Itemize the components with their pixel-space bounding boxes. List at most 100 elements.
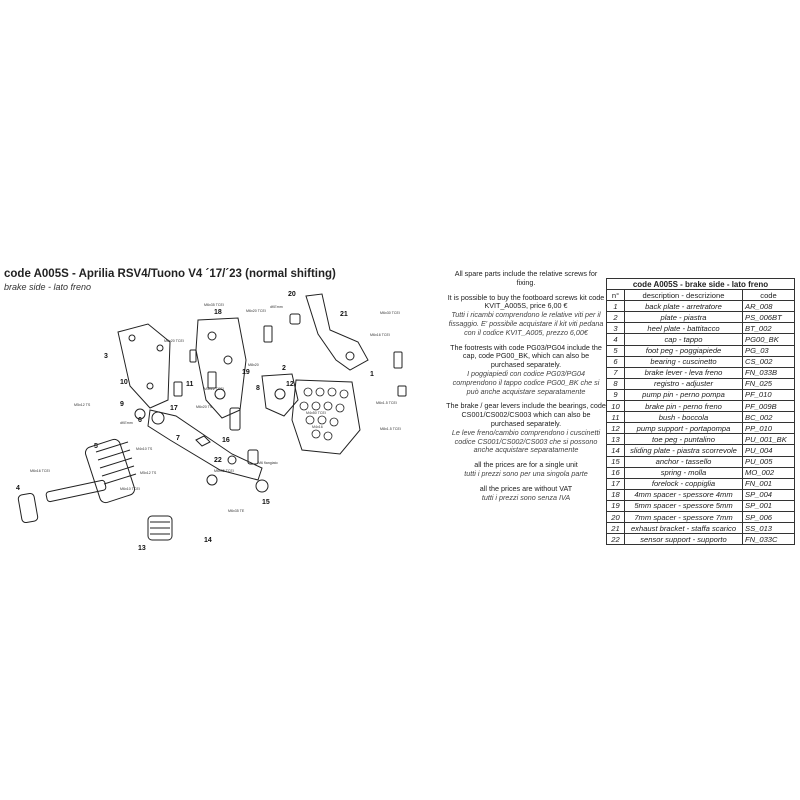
toe-peg-part — [147, 515, 173, 541]
part-description: forelock - coppiglia — [624, 477, 743, 490]
part-code: PU_004 — [741, 444, 796, 457]
part-description: sensor support - supporto — [624, 533, 743, 546]
part-description: pump support - portapompa — [624, 422, 743, 435]
part-number: 2 — [606, 311, 625, 324]
part-description: heel plate - battitacco — [624, 322, 743, 335]
callout-15: 15 — [262, 499, 270, 506]
screw-label: M6x20 TS — [196, 405, 213, 409]
part-code: AR_008 — [741, 300, 796, 313]
note-en: The brake / gear levers include the bear… — [446, 401, 606, 428]
part-description: bush - boccola — [624, 411, 743, 424]
pump-support-part — [261, 373, 299, 417]
heel-plate-part — [117, 323, 171, 409]
part-number: 10 — [606, 400, 625, 413]
part-number: 19 — [606, 499, 625, 512]
screw-label: M4x10 TS — [136, 447, 153, 451]
part-description: spring - molla — [624, 466, 743, 479]
part-description: plate - piastra — [624, 311, 743, 324]
part-code: PF_009B — [741, 400, 796, 413]
part-code: FN_025 — [741, 377, 796, 390]
callout-6: 6 — [138, 417, 142, 424]
callout-13: 13 — [138, 545, 146, 552]
note-en: It is possible to buy the footboard scre… — [447, 292, 605, 311]
part-number: 3 — [606, 322, 625, 335]
callout-10: 10 — [120, 379, 128, 386]
part-number: 21 — [606, 522, 625, 535]
callout-7: 7 — [176, 435, 180, 442]
part-description: 7mm spacer - spessore 7mm — [624, 510, 743, 524]
screw-label: dKEmm — [270, 305, 283, 309]
note-en: The footrests with code PG03/PG04 includ… — [450, 342, 602, 370]
cap-part — [17, 492, 39, 524]
column-header-description: description - descrizione — [624, 289, 743, 302]
part-number: 5 — [606, 344, 625, 357]
note-en: all the prices are for a single unit — [474, 460, 578, 470]
screw-label: M6x20 TCEI — [164, 339, 184, 343]
part-code: PP_010 — [741, 422, 796, 435]
plate-part — [195, 317, 247, 419]
callout-20: 20 — [288, 291, 296, 298]
callout-8: 8 — [256, 385, 260, 392]
part-description: toe peg - puntalino — [624, 433, 743, 446]
note-en: all the prices are without VAT — [479, 483, 573, 493]
callout-14: 14 — [204, 537, 212, 544]
screw-label: M5x12 TS — [74, 403, 91, 407]
callout-12: 12 — [286, 381, 294, 388]
part-number: 7 — [606, 366, 625, 379]
part-description: back plate - arretratore — [624, 300, 743, 313]
part-code: MO_002 — [741, 466, 796, 479]
part-code: FN_001 — [741, 477, 796, 490]
part-description: 4mm spacer - spessore 4mm — [624, 488, 743, 501]
column-header-code: code — [741, 289, 796, 302]
note-en: All spare parts include the relative scr… — [454, 269, 598, 287]
back-plate-part — [291, 379, 361, 455]
part-number: 11 — [606, 411, 625, 424]
brake-lever-part — [147, 409, 263, 481]
part-description: brake pin - perno freno — [624, 400, 743, 413]
screw-label: M6x10 TCEI — [120, 487, 140, 491]
screw-label: dKEmm — [120, 421, 133, 425]
column-header-number: n° — [606, 289, 625, 302]
part-code: CS_002 — [741, 355, 796, 368]
part-code: PG00_BK — [741, 333, 796, 346]
part-description: bearing - cuscinetto — [624, 355, 743, 368]
note-block: all the prices are for a single unit tut… — [446, 460, 606, 479]
screw-label: M5x12 TCEI — [204, 387, 224, 391]
parts-table-caption: code A005S - brake side - lato freno — [605, 277, 796, 291]
callout-4: 4 — [16, 485, 20, 492]
part-code: BT_002 — [741, 322, 796, 335]
screw-label: M6 flangiato — [258, 461, 278, 465]
screw-label: M4x16 — [312, 425, 323, 429]
part-code: BC_002 — [741, 411, 796, 424]
callout-18: 18 — [214, 309, 222, 316]
part-number: 17 — [606, 477, 625, 490]
part-number: 16 — [606, 466, 625, 479]
part-code: PU_005 — [741, 455, 796, 468]
screw-label: M6x16 TCEI — [370, 333, 390, 337]
callout-22: 22 — [214, 457, 222, 464]
page-title: code A005S - Aprilia RSV4/Tuono V4 ´17/´… — [4, 268, 336, 280]
part-description: anchor - tassello — [624, 455, 743, 468]
page-subtitle: brake side - lato freno — [4, 282, 92, 292]
part-number: 20 — [606, 510, 625, 524]
note-it: Le leve freno/cambio comprendono i cusci… — [451, 427, 601, 455]
part-description: pump pin - perno pompa — [624, 388, 743, 402]
foot-peg-part — [84, 438, 137, 504]
part-description: foot peg - poggiapiede — [624, 344, 743, 357]
part-number: 9 — [606, 388, 625, 402]
